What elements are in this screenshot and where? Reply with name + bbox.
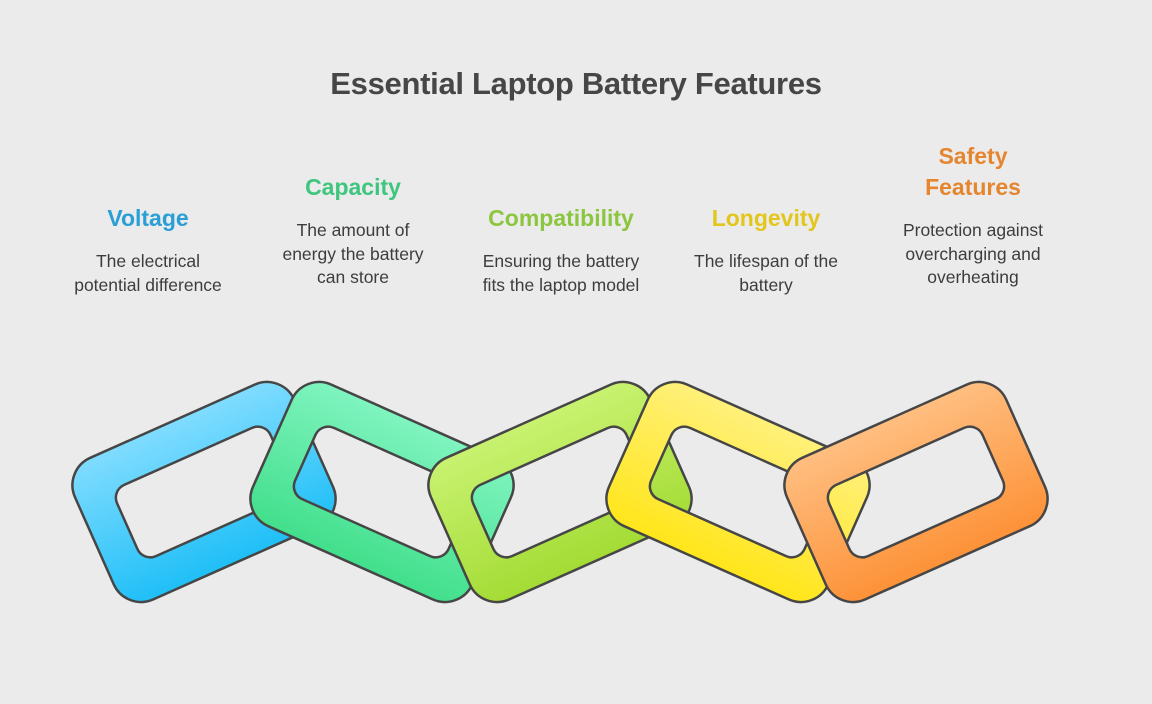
page-title: Essential Laptop Battery Features (330, 66, 822, 101)
feature-title-longevity: Longevity (711, 205, 821, 231)
chain-link-safety-features (783, 380, 1049, 604)
feature-title-capacity: Capacity (305, 174, 401, 200)
feature-title-voltage: Voltage (107, 205, 189, 231)
feature-title-compatibility: Compatibility (488, 205, 634, 231)
